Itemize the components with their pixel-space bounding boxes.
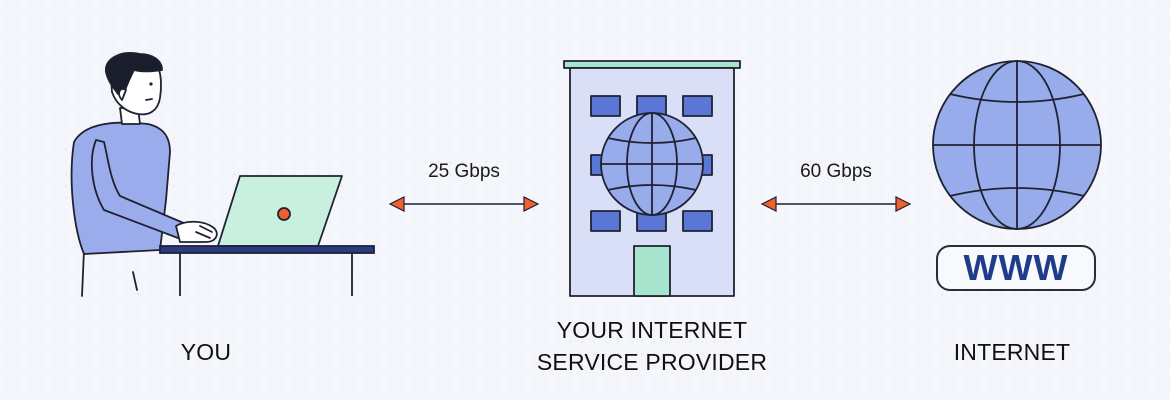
building-window <box>682 95 713 117</box>
link-arrow-isp-internet <box>760 196 912 212</box>
building-window <box>590 210 621 232</box>
building-roof <box>563 60 741 69</box>
arrowhead-left <box>760 196 777 212</box>
node-label-isp: YOUR INTERNET SERVICE PROVIDER <box>502 314 802 378</box>
link-arrow-you-isp <box>388 196 540 212</box>
www-badge-text: WWW <box>963 247 1069 288</box>
building-globe-icon <box>600 112 704 216</box>
link-speed-label: 60 Gbps <box>800 161 872 182</box>
arrowhead-left <box>388 196 405 212</box>
desk-illustration <box>159 245 375 296</box>
link-speed-label: 25 Gbps <box>428 161 500 182</box>
person-hair <box>105 52 163 95</box>
laptop-illustration <box>217 175 343 247</box>
arrowhead-right <box>895 196 912 212</box>
person-illustration <box>70 52 218 297</box>
building-door <box>633 245 671 297</box>
person-torso <box>70 121 171 255</box>
www-badge: WWW <box>936 245 1096 291</box>
node-label-you: YOU <box>180 339 232 365</box>
isp-building-illustration <box>563 60 741 297</box>
laptop-logo <box>277 207 291 221</box>
node-label-isp-line2: SERVICE PROVIDER <box>536 349 768 375</box>
arrowhead-right <box>523 196 540 212</box>
node-label-internet: INTERNET <box>953 339 1071 365</box>
internet-globe-icon <box>932 60 1102 230</box>
node-label-isp-line1: YOUR INTERNET <box>556 317 748 343</box>
building-window <box>682 210 713 232</box>
desk-top <box>159 245 375 254</box>
building-window <box>590 95 621 117</box>
